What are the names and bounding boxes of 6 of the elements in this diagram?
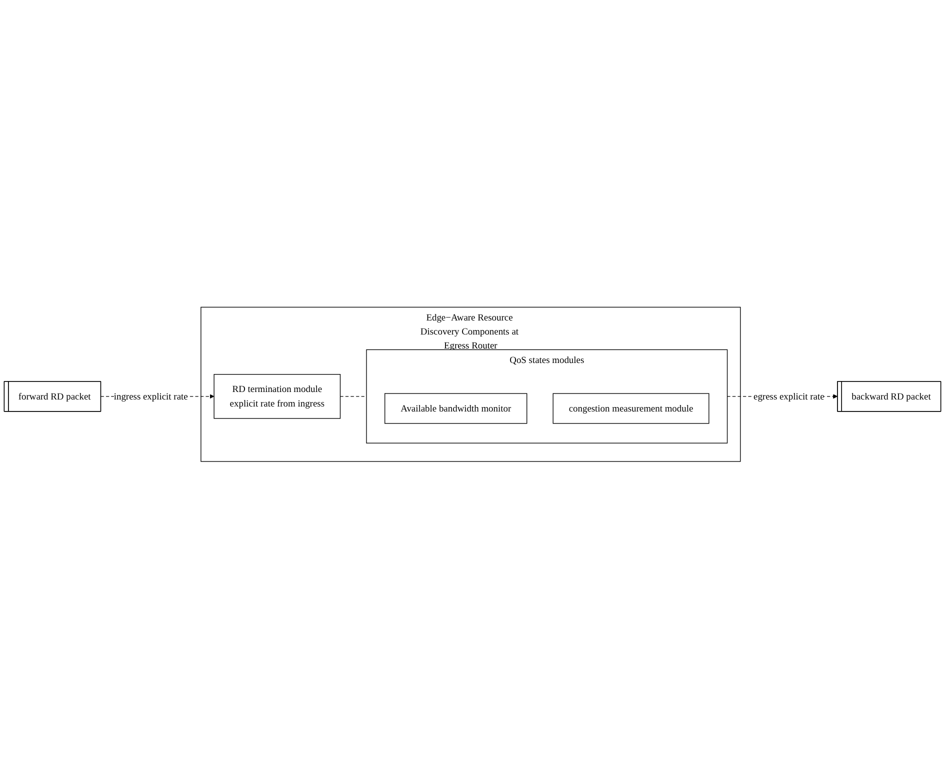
node-box: Available bandwidth monitor — [384, 393, 528, 424]
edge-label: ingress explicit rate — [114, 391, 188, 402]
node-box: congestion measurement module — [552, 393, 710, 424]
node-box: RD termination module explicit rate from ingress — [214, 374, 341, 419]
edge-label: egress explicit rate — [754, 391, 824, 402]
connector — [340, 396, 367, 397]
